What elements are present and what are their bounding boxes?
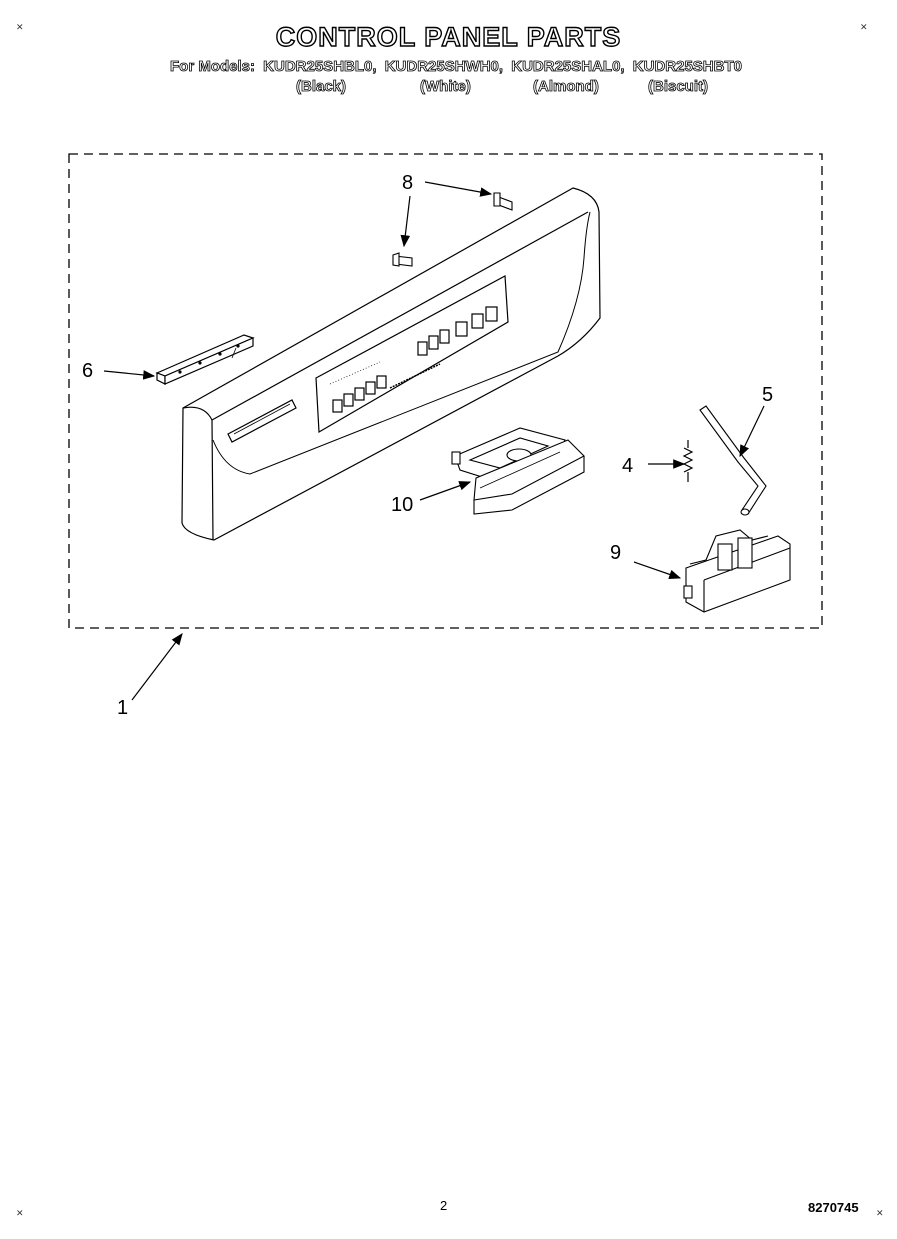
model-list: For Models: KUDR25SHBL0, KUDR25SHWH0, KU… [170, 58, 746, 76]
callout-10: 10 [391, 494, 414, 516]
finish-label: (Black) [296, 78, 347, 96]
registration-mark: ✕ [860, 22, 868, 32]
page-number: 2 [440, 1198, 448, 1213]
model-number: KUDR25SHAL0, [511, 58, 625, 76]
leader-arrow [739, 405, 765, 458]
callout-6: 6 [82, 360, 94, 382]
diagram-title: CONTROL PANEL PARTS [275, 21, 622, 52]
finish-label: (Biscuit) [648, 78, 709, 96]
registration-mark: ✕ [876, 1208, 884, 1218]
latch-housing [683, 529, 791, 613]
leader-arrow [131, 633, 183, 701]
leader-arrow [633, 561, 682, 579]
spring [682, 440, 694, 482]
callout-1: 1 [117, 697, 129, 719]
callout-4: 4 [622, 455, 634, 477]
registration-mark: ✕ [16, 22, 24, 32]
leader-arrow [103, 370, 156, 380]
leader-arrow [419, 481, 472, 501]
screw [392, 252, 413, 267]
assembly-boundary [68, 153, 823, 629]
actuator-rod [699, 405, 767, 516]
finish-label: (White) [420, 78, 472, 96]
callout-8: 8 [402, 172, 414, 194]
finish-label: (Almond) [533, 78, 600, 96]
bracket-bar [155, 334, 255, 385]
models-prefix: For Models: [170, 58, 256, 76]
document-number: 8270745 [808, 1200, 859, 1215]
registration-mark: ✕ [16, 1208, 24, 1218]
control-panel [181, 187, 601, 541]
callout-5: 5 [762, 384, 774, 406]
callout-9: 9 [610, 542, 622, 564]
leader-arrow [424, 181, 493, 197]
latch-assembly [451, 427, 585, 515]
leader-arrow [400, 195, 411, 248]
screw [493, 192, 513, 211]
model-number: KUDR25SHWH0, [384, 58, 504, 76]
model-number: KUDR25SHBL0, [263, 58, 377, 76]
model-number: KUDR25SHBT0 [632, 58, 742, 76]
